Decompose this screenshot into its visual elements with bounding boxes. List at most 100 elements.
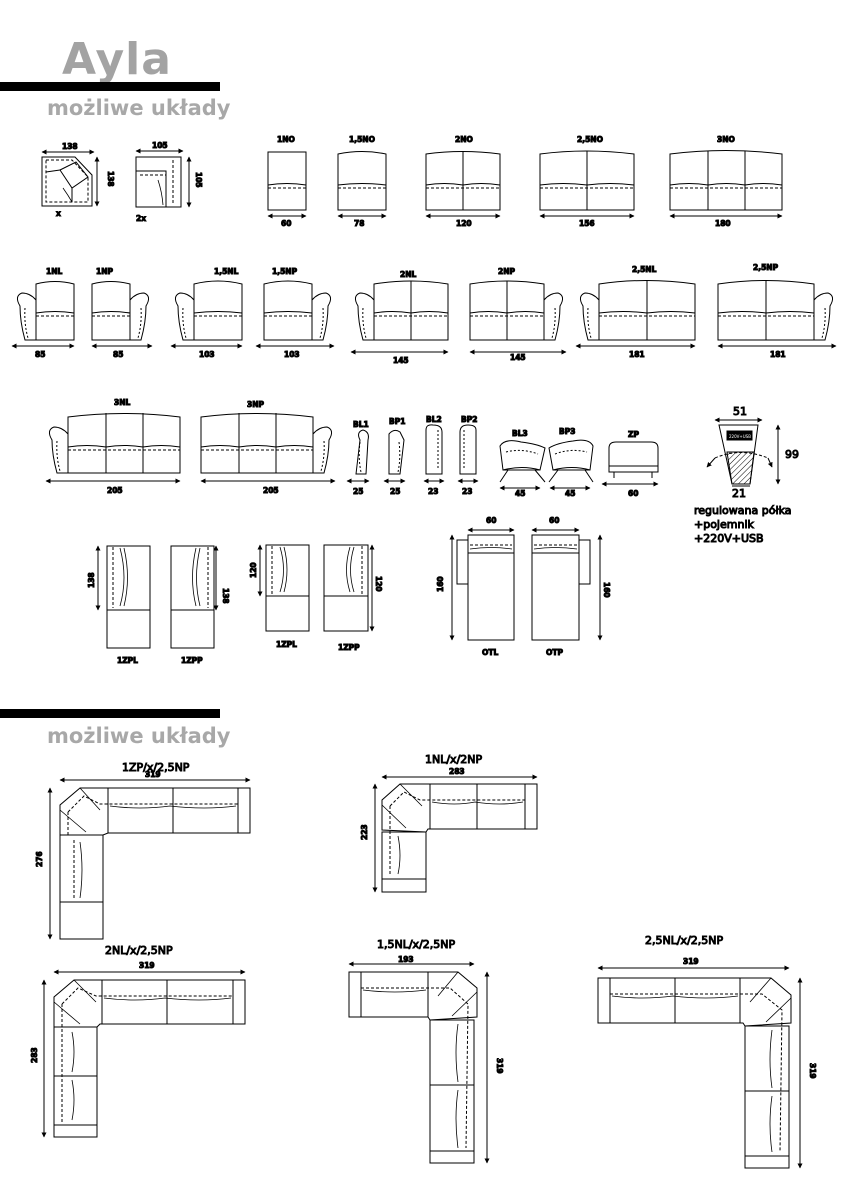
dimension-label: ZP [628,430,639,439]
dimension-label: 319 [495,1058,504,1074]
module-2,5NO: 2,5NO 156 [539,135,635,229]
module-OTL: 60 160 OTL [436,516,515,658]
module-1,5NO: 1,5NO 78 [337,135,387,229]
dimension-label: BP1 [389,417,405,426]
module-BP2: BP2 23 [457,415,479,497]
dimension-label: 2,5NL/x/2,5NP [645,934,723,947]
dimension-label: 60 [549,516,559,525]
dimension-label: 181 [770,350,786,359]
corner-module-x: 138 138 x [41,142,116,219]
shelf-label-1: regulowana półka [694,504,792,517]
dimension-label: 45 [515,489,525,498]
dimension-label: 2NP [498,267,515,276]
corner-module-2x: 105 105 2x [135,141,204,224]
dimension-label: 1,5NP [272,267,298,276]
module-1ZPL-120: 120 1ZPL [249,544,310,650]
title-underline-bar [0,82,220,91]
page-title: Ayla [62,34,172,85]
dimension-label: 1ZPP [181,656,203,665]
section-heading-layouts: możliwe układy [47,724,231,748]
layout-1ZP-x-2,5NP: 1ZP/x/2,5NP 319 276 [35,761,251,940]
dimension-label: 283 [449,767,465,776]
dimension-label: 3NO [717,135,735,144]
dimension-label: 181 [629,350,645,359]
module-2NP: 2NP 145 [469,267,567,363]
module-BL2: BL2 23 [423,415,445,497]
dimension-label: BP2 [461,415,477,424]
dimension-label: 60 [281,219,291,228]
module-1NL: 1NL 85 [11,267,75,360]
dimension-label: 193 [398,955,414,964]
dimension-label: 78 [354,219,364,228]
shelf-top-width: 51 [733,405,747,418]
dimension-label: 25 [390,487,400,496]
dimension-label: 1NO [277,135,295,144]
dimension-label: 205 [107,486,123,495]
dimension-label: OTL [482,648,498,657]
dimension-label: 2NL [400,270,416,279]
dimension-label: 1NP [96,267,113,276]
dimension-label: 319 [808,1063,817,1079]
dimension-label: 3NL [114,398,130,407]
usb-label-icon: 220V+USB [729,434,751,439]
module-1ZPP-138: 138 1ZPP [170,545,231,666]
dimension-label: 2,5NP [753,263,779,272]
dimension-label: 145 [393,356,409,365]
corner-2x-width: 105 [152,141,168,150]
dimension-label: 60 [486,516,496,525]
module-2,5NP: 2,5NP 181 [717,263,837,360]
dimension-label: 60 [628,489,638,498]
dimension-label: 319 [683,957,699,966]
dimension-label: 145 [510,353,526,362]
layout-2NL-x-2,5NP: 2NL/x/2,5NP 319 283 [30,944,246,1138]
module-OTP: 60 160 OTP [531,516,612,658]
module-1,5NP: 1,5NP 103 [255,267,335,360]
dimension-label: BP3 [559,427,575,436]
dimension-label: 1,5NL [214,267,239,276]
module-1NO: 1NO 60 [267,135,307,229]
dimension-label: 2NL/x/2,5NP [105,944,173,957]
module-BL1: BL1 25 [346,420,370,497]
dimension-label: 25 [353,487,363,496]
dimension-label: OTP [546,648,563,657]
dimension-label: 120 [374,576,383,592]
module-1NP: 1NP 85 [91,267,153,360]
corner-x-width: 138 [62,142,78,151]
dimension-label: 2NO [455,135,473,144]
dimension-label: BL3 [512,429,528,438]
shelf-bottom-width: 21 [732,487,746,500]
corner-2x-height: 105 [194,172,203,188]
module-BP3: BP3 45 [548,427,594,499]
shelf-label-2: +pojemnik [694,518,754,531]
module-2,5NL: 2,5NL 181 [575,265,696,360]
dimension-label: 223 [360,824,369,840]
module-2NL: 2NL 145 [350,270,449,366]
layout-1,5NL-x-2,5NP: 1,5NL/x/2,5NP 193 319 [348,938,505,1164]
dimension-label: 1ZP/x/2,5NP [122,761,190,774]
dimension-label: BL1 [353,420,369,429]
shelf-label-3: +220V+USB [694,532,764,545]
dimension-label: 319 [139,961,155,970]
dimension-label: 1,5NO [349,135,375,144]
dimension-label: 156 [579,219,595,228]
module-BP1: BP1 25 [383,417,406,497]
dimension-label: 2,5NL [632,265,657,274]
dimension-label: BL2 [426,415,442,424]
dimension-label: 1,5NL/x/2,5NP [377,938,455,951]
dimension-label: 85 [35,350,45,359]
dimension-label: 160 [602,582,611,598]
layout-1NL-x-2NP: 1NL/x/2NP 283 223 [360,753,538,893]
dimension-label: 283 [30,1047,39,1063]
corner-x-height: 138 [106,171,115,187]
dimension-label: 205 [263,486,279,495]
module-ZP: ZP 60 [601,430,659,499]
dimension-label: 23 [462,487,472,496]
dimension-label: 103 [199,350,215,359]
dimension-label: 3NP [247,400,264,409]
layout-2,5NL-x-2,5NP: 2,5NL/x/2,5NP 319 319 [597,934,818,1169]
dimension-label: 45 [565,489,575,498]
module-3NL: 3NL 205 [45,398,181,496]
module-1ZPP-120: 120 1ZPP [323,544,384,653]
module-1ZPL-138: 138 1ZPL [87,545,151,666]
